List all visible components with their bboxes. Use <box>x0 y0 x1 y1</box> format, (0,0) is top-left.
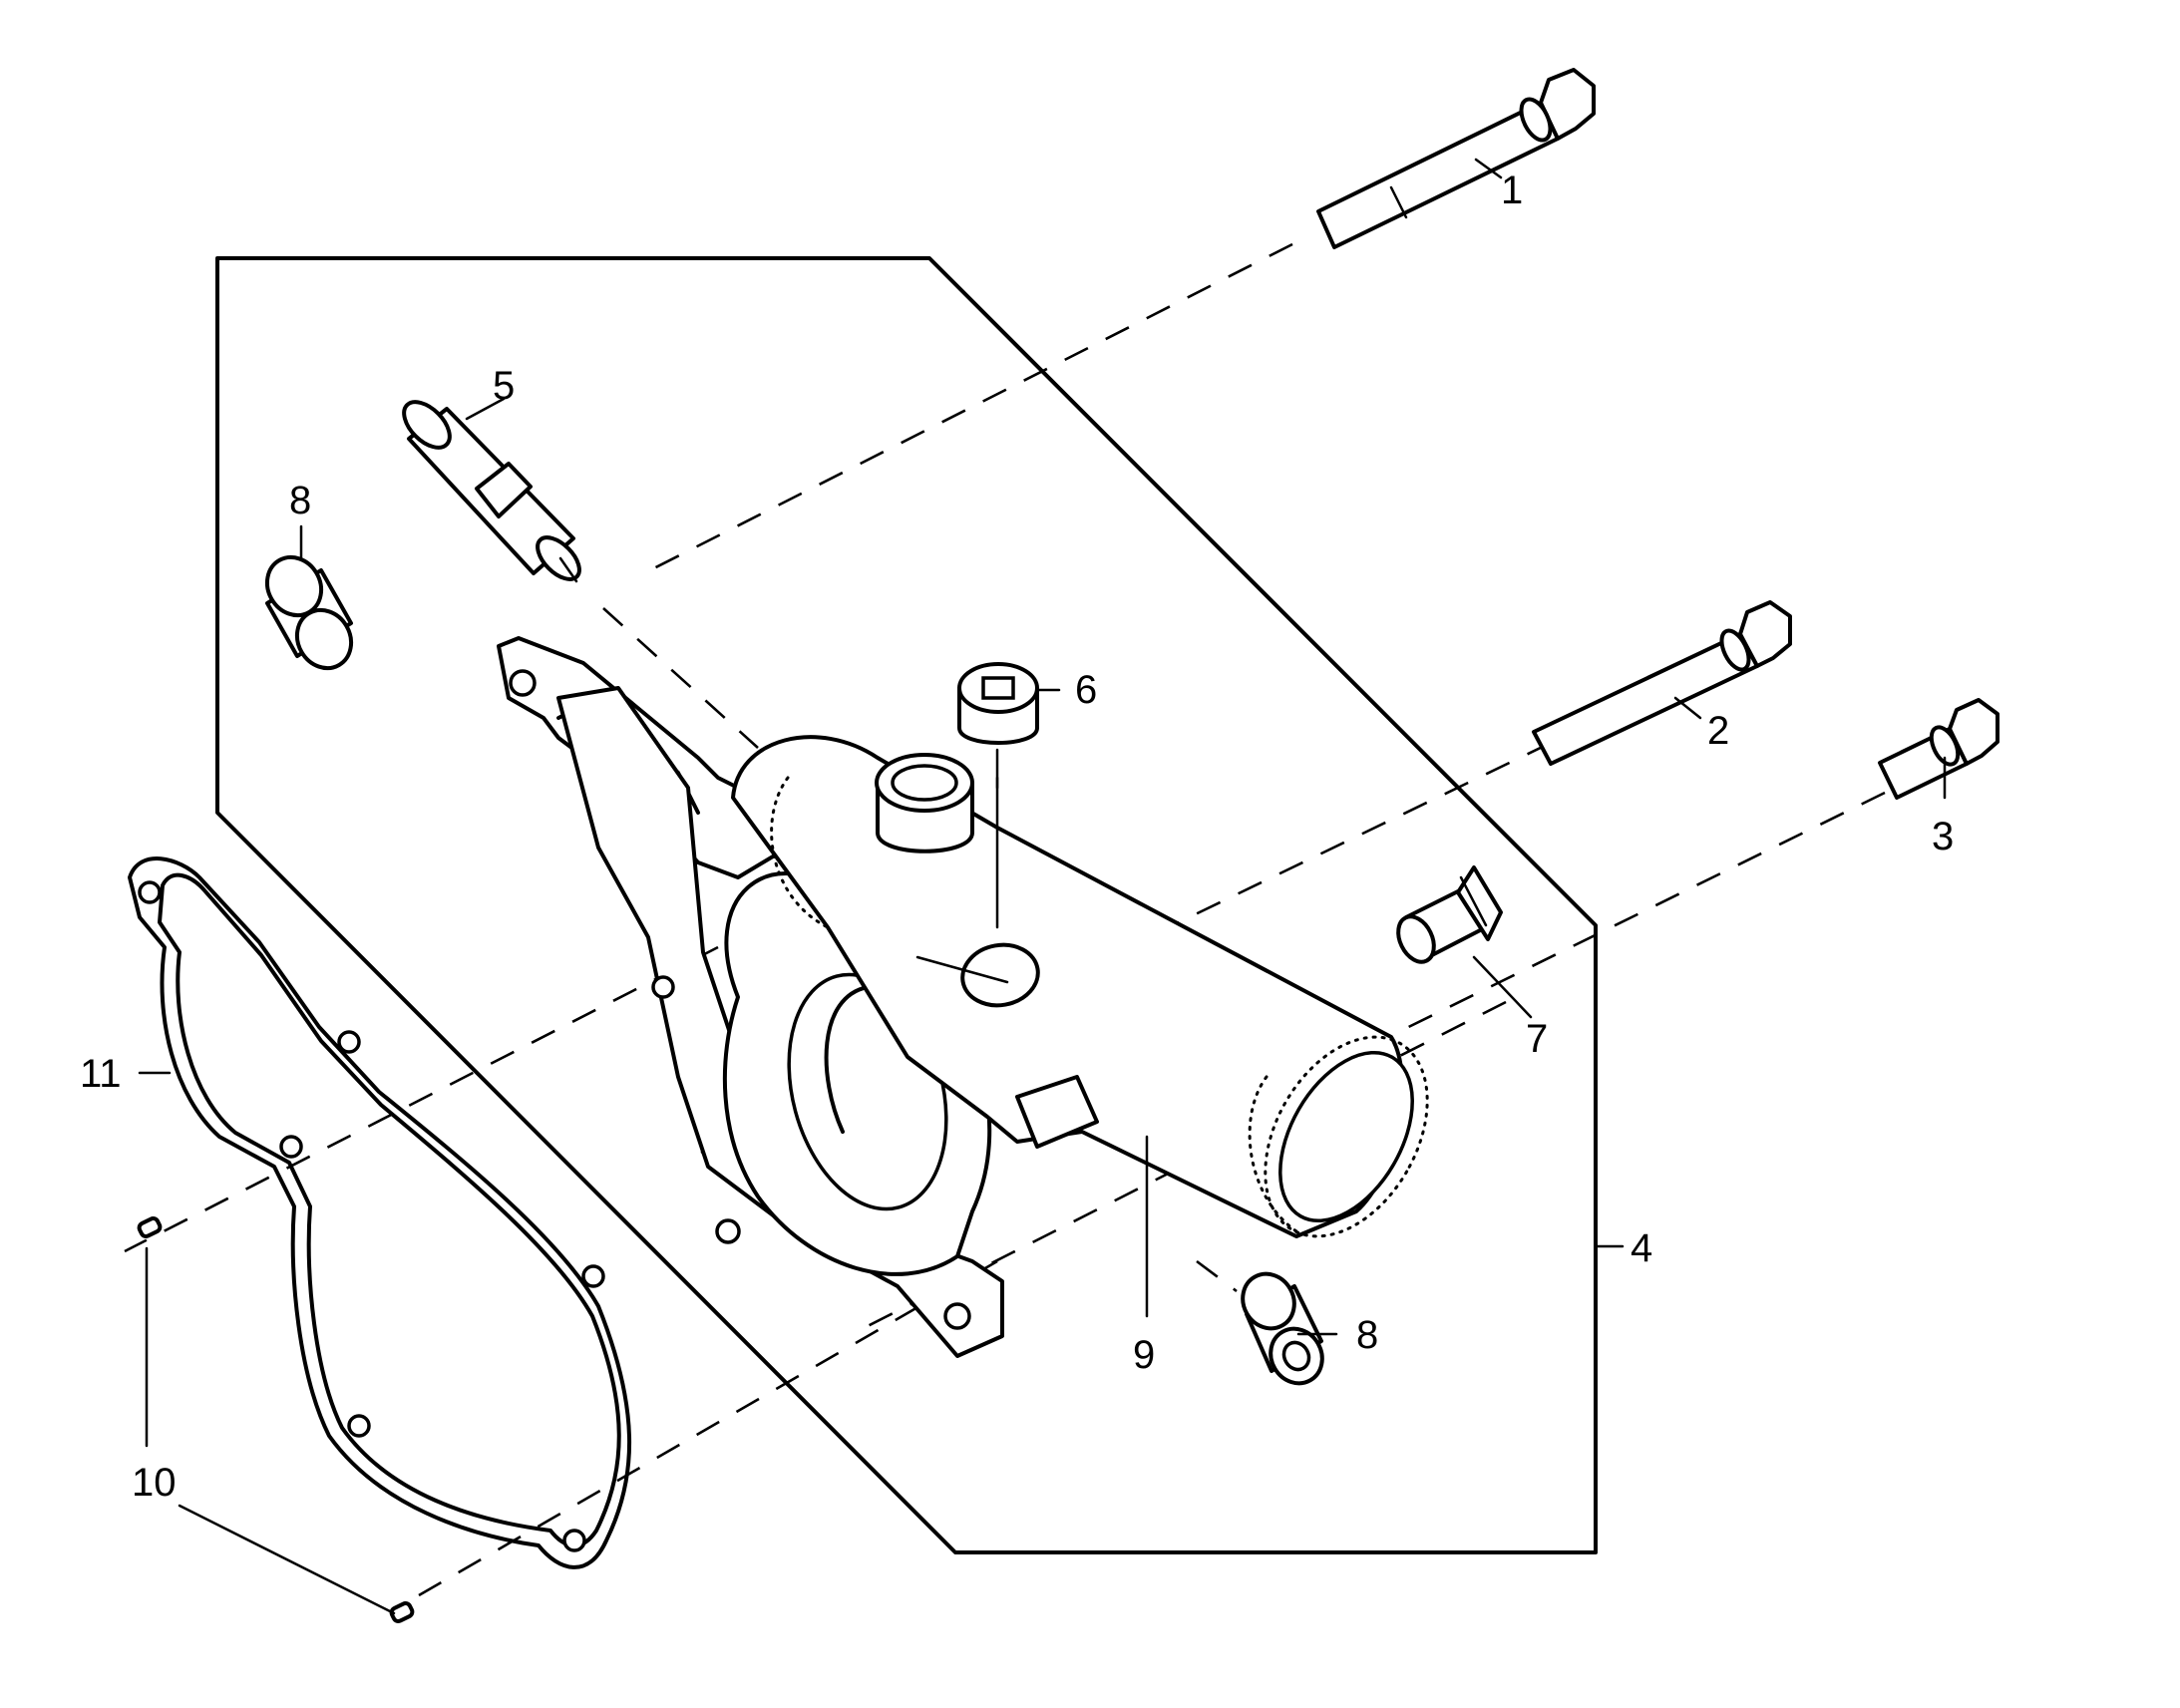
callout-3: 3 <box>1932 815 1954 858</box>
callout-labels: 1 2 3 4 5 6 7 8 8 9 10 11 <box>80 169 1954 1505</box>
callout-8-upper: 8 <box>289 479 311 522</box>
gasket-11 <box>128 856 631 1569</box>
sleeve-8-lower <box>1241 1271 1324 1386</box>
callout-5: 5 <box>493 364 515 408</box>
plug-6 <box>957 662 1039 790</box>
bolt-3 <box>1878 698 1999 800</box>
callout-1: 1 <box>1501 169 1523 212</box>
callout-10: 10 <box>132 1461 177 1505</box>
bolt-2 <box>1532 600 1792 766</box>
callout-4: 4 <box>1631 1226 1652 1270</box>
callout-2: 2 <box>1707 709 1729 753</box>
leader-lines <box>138 158 1947 1615</box>
callout-8-lower: 8 <box>1356 1313 1378 1357</box>
bolt-1 <box>1316 68 1596 249</box>
assembly-boundary <box>215 256 1598 1554</box>
pump-housing-9 <box>497 636 1429 1358</box>
callout-9: 9 <box>1133 1333 1155 1377</box>
callout-6: 6 <box>1075 668 1097 712</box>
dowel-pins-10 <box>137 1216 415 1623</box>
fitting-7 <box>1396 865 1503 964</box>
sleeve-8-upper <box>264 554 354 671</box>
sensor-5 <box>402 400 581 583</box>
callout-7: 7 <box>1526 1017 1548 1061</box>
callout-11: 11 <box>80 1052 122 1096</box>
